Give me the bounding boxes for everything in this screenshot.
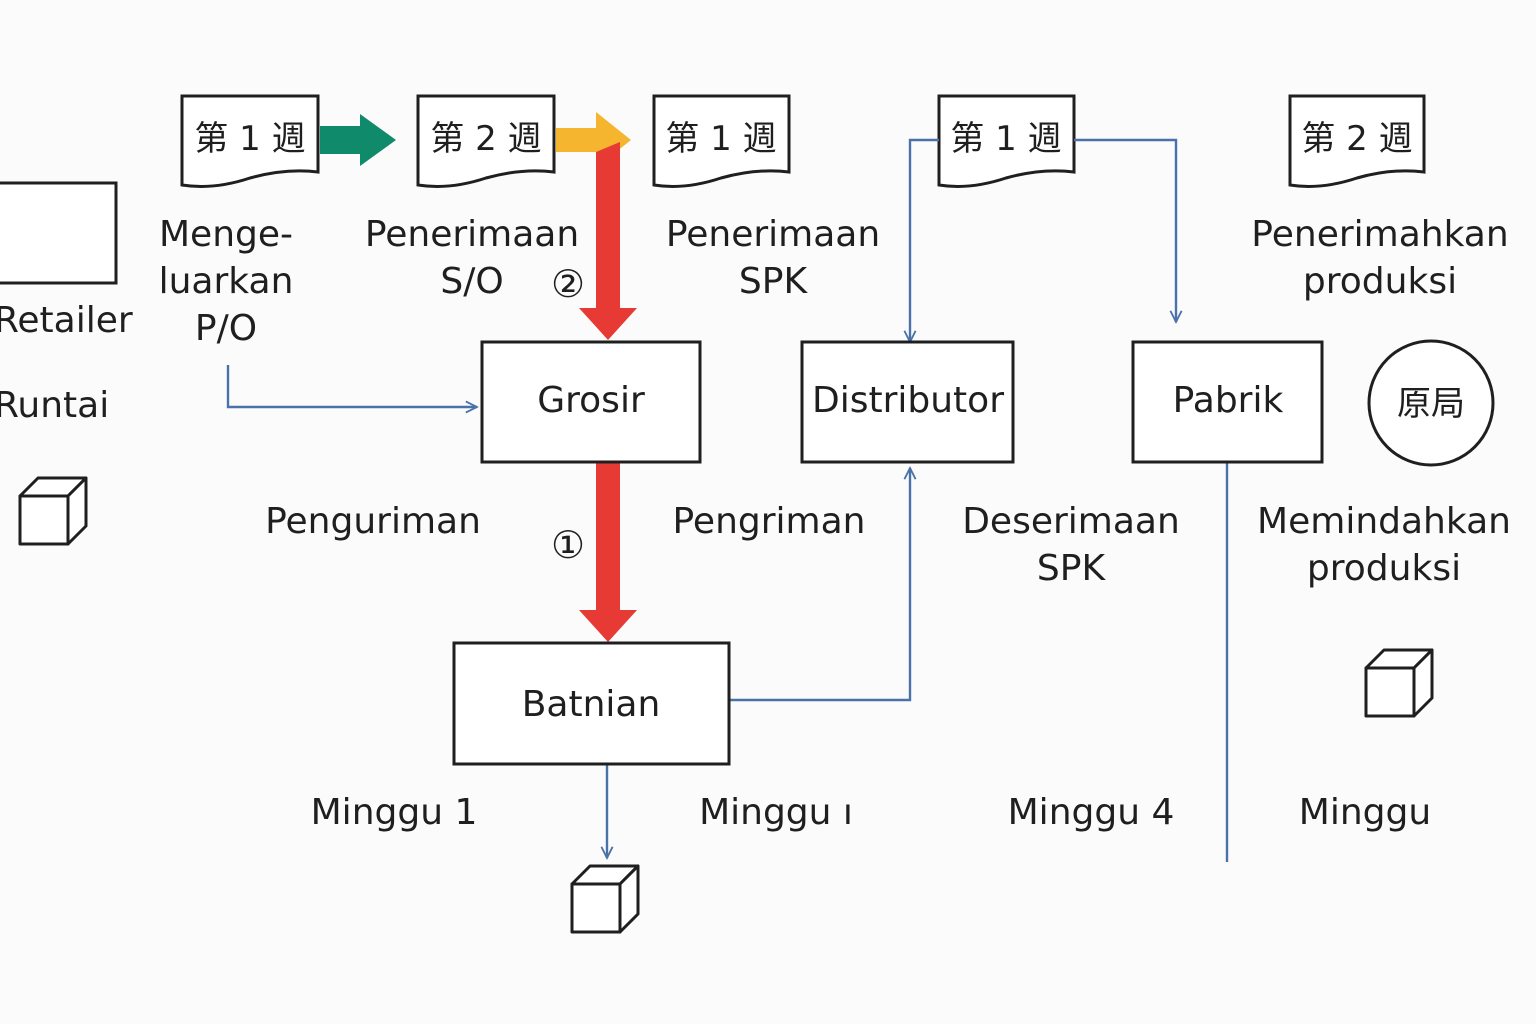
caption-line: produksi (1302, 261, 1458, 302)
runtai-caption: Runtai (0, 385, 110, 426)
minggu-caption: Minggu (1298, 792, 1432, 833)
document-label: 第 2 週 (430, 119, 541, 159)
circle-node: 原局 (1367, 339, 1495, 467)
memindahkan-caption: Memindahkan produksi (1257, 498, 1511, 592)
minggu-1-caption: Minggu 1 (310, 792, 478, 833)
doc-to-pabrik-line (1074, 138, 1176, 322)
caption-line: Memindahkan (1257, 501, 1511, 542)
caption-line: S/O (440, 261, 504, 302)
badge-two: ② (551, 262, 585, 306)
badge-one: ① (551, 523, 585, 567)
cube-icon (1364, 648, 1434, 718)
red-arrow-bottom (579, 463, 637, 642)
document-week-1-a: 第 1 週 (180, 94, 320, 188)
retailer-caption: Retailer (0, 300, 133, 341)
caption-line: SPK (1036, 548, 1106, 589)
pabrik-node: Pabrik (1131, 340, 1324, 464)
document-label: 第 2 週 (1301, 119, 1412, 159)
caption-line: Penerimaan (665, 214, 881, 255)
document-week-2-b: 第 2 週 (1288, 94, 1426, 188)
batnian-label: Batnian (522, 684, 661, 725)
green-arrow (320, 114, 396, 166)
mengeluarkan-caption: Menge- luarkan P/O (159, 211, 294, 352)
caption-line: Deserimaan (962, 501, 1180, 542)
cube-icon (18, 476, 88, 546)
penerimahkan-caption: Penerimahkan produksi (1251, 211, 1508, 305)
document-label: 第 1 週 (665, 119, 776, 159)
caption-line: Menge- (158, 214, 293, 255)
document-label: 第 1 週 (950, 119, 1061, 159)
caption-line: P/O (194, 308, 258, 349)
circle-label: 原局 (1397, 384, 1465, 424)
penerimaan-so-caption: Penerimaan S/O (365, 211, 579, 305)
minggu-4-caption: Minggu 4 (1007, 792, 1175, 833)
caption-line: luarkan (158, 261, 294, 302)
po-to-grosir-line (226, 365, 477, 407)
retailer-box (0, 181, 118, 285)
pengriman-caption: Pengriman (672, 501, 866, 542)
penguriman-caption: Penguriman (265, 501, 481, 542)
cube-icon (570, 864, 640, 934)
deserimaan-caption: Deserimaan SPK (962, 498, 1180, 592)
document-week-1-b: 第 1 週 (652, 94, 791, 188)
caption-line: Penerimahkan (1251, 214, 1509, 255)
caption-line: Penerimaan (364, 214, 580, 255)
doc-to-distributor-line (910, 138, 939, 342)
batnian-to-distributor-line (730, 468, 910, 702)
grosir-label: Grosir (537, 380, 645, 421)
red-arrow-top (579, 142, 637, 340)
document-week-1-c: 第 1 週 (937, 94, 1076, 188)
minggu-1b-caption: Minggu ı (699, 792, 853, 833)
caption-line: SPK (738, 261, 808, 302)
grosir-node: Grosir (480, 340, 702, 464)
penerimaan-spk-caption: Penerimaan SPK (666, 211, 880, 305)
document-week-2-a: 第 2 週 (416, 94, 556, 188)
pabrik-label: Pabrik (1173, 380, 1284, 421)
document-label: 第 1 週 (194, 119, 305, 159)
batnian-node: Batnian (452, 641, 731, 766)
distributor-node: Distributor (800, 340, 1015, 464)
distributor-label: Distributor (812, 380, 1004, 421)
caption-line: produksi (1306, 548, 1462, 589)
